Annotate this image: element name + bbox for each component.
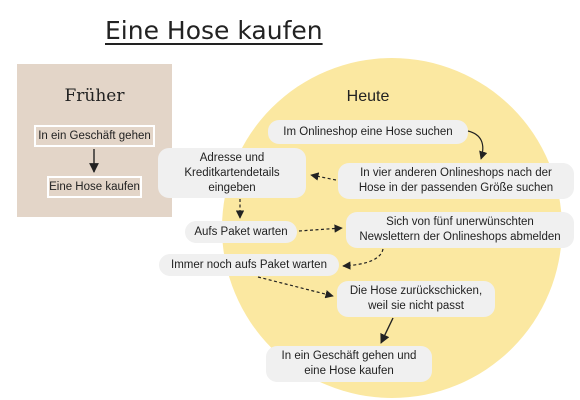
arrow-still-waiting-to-send-back xyxy=(257,276,334,299)
heute-title: Heute xyxy=(346,88,390,105)
arrow-search-to-other xyxy=(467,130,488,160)
arrow-wait-to-unsubscribe xyxy=(298,224,343,233)
frueher-step-shop: In ein Geschäft gehen xyxy=(34,125,155,147)
step-search-other-shops: In vier anderen Onlineshops nach der Hos… xyxy=(338,163,574,199)
arrow-other-to-address xyxy=(310,172,337,181)
step-go-to-shop: In ein Geschäft gehen und eine Hose kauf… xyxy=(266,346,432,382)
step-enter-address: Adresse und Kreditkartendetails eingeben xyxy=(158,148,306,198)
step-send-back: Die Hose zurückschicken, weil sie nicht … xyxy=(337,281,495,317)
frueher-title: Früher xyxy=(64,86,125,106)
frueher-step-buy: Eine Hose kaufen xyxy=(47,176,142,198)
arrow-unsubscribe-to-still-waiting xyxy=(342,248,384,270)
frueher-panel: Früher In ein Geschäft gehen Eine Hose k… xyxy=(17,64,172,217)
step-search-onlineshop: Im Onlineshop eine Hose suchen xyxy=(268,120,468,144)
step-wait-package: Aufs Paket warten xyxy=(185,221,297,243)
step-unsubscribe: Sich von fünf unerwünschten Newslettern … xyxy=(346,212,574,248)
step-still-waiting: Immer noch aufs Paket warten xyxy=(159,254,339,276)
page-title: Eine Hose kaufen xyxy=(105,16,323,45)
arrow-send-back-to-shop xyxy=(380,317,394,344)
